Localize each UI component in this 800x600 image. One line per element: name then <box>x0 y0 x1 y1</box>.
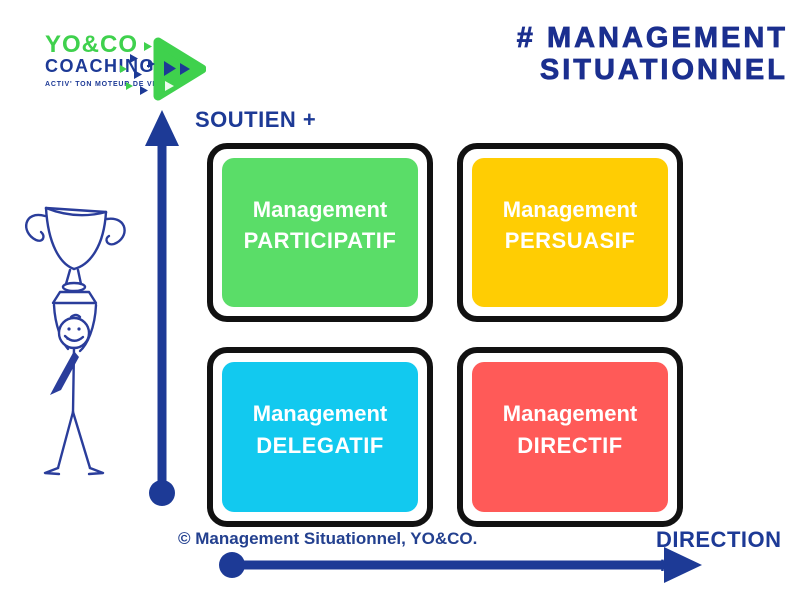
quadrant-label-style: DELEGATIF <box>256 432 384 458</box>
quadrant-directif: Management DIRECTIF <box>457 347 683 527</box>
quadrant-participatif-fill: Management PARTICIPATIF <box>222 158 418 307</box>
page-title-line1: # MANAGEMENT <box>516 22 788 55</box>
y-axis-arrow <box>145 110 179 506</box>
stickman-trophy-illustration <box>25 206 126 476</box>
logo-subtitle: COACHING <box>45 56 155 77</box>
quadrant-directif-fill: Management DIRECTIF <box>472 362 668 512</box>
quadrant-label: Management <box>502 401 638 427</box>
logo-brand: YO&CO <box>45 31 139 58</box>
page-title: # MANAGEMENT SITUATIONNEL <box>516 22 788 87</box>
quadrant-label-style: DIRECTIF <box>517 432 623 458</box>
logo-tagline: ACTIV' TON MOTEUR DE VIE ! <box>45 80 167 88</box>
quadrant-persuasif-fill: Management PERSUASIF <box>472 158 668 307</box>
triangle-burst-icon <box>120 37 206 101</box>
page-title-line2: SITUATIONNEL <box>539 54 788 87</box>
quadrant-label-style: PERSUASIF <box>504 228 636 253</box>
logo: YO&CO COACHING ACTIV' TON MOTEUR DE VIE … <box>45 32 167 88</box>
quadrant-delegatif: Management DELEGATIF <box>207 347 433 527</box>
y-axis-label: SOUTIEN + <box>195 107 317 132</box>
copyright-text: © Management Situationnel, YO&CO. <box>178 529 478 548</box>
quadrant-label: Management <box>252 196 388 222</box>
quadrant-label-style: PARTICIPATIF <box>243 228 397 253</box>
x-axis-label: DIRECTION + <box>656 527 782 578</box>
x-axis-arrow <box>219 547 702 583</box>
quadrant-label: Management <box>502 196 638 222</box>
quadrant-label: Management <box>252 401 388 427</box>
quadrant-participatif: Management PARTICIPATIF <box>207 143 433 322</box>
quadrant-persuasif: Management PERSUASIF <box>457 143 683 322</box>
quadrant-delegatif-fill: Management DELEGATIF <box>222 362 418 512</box>
